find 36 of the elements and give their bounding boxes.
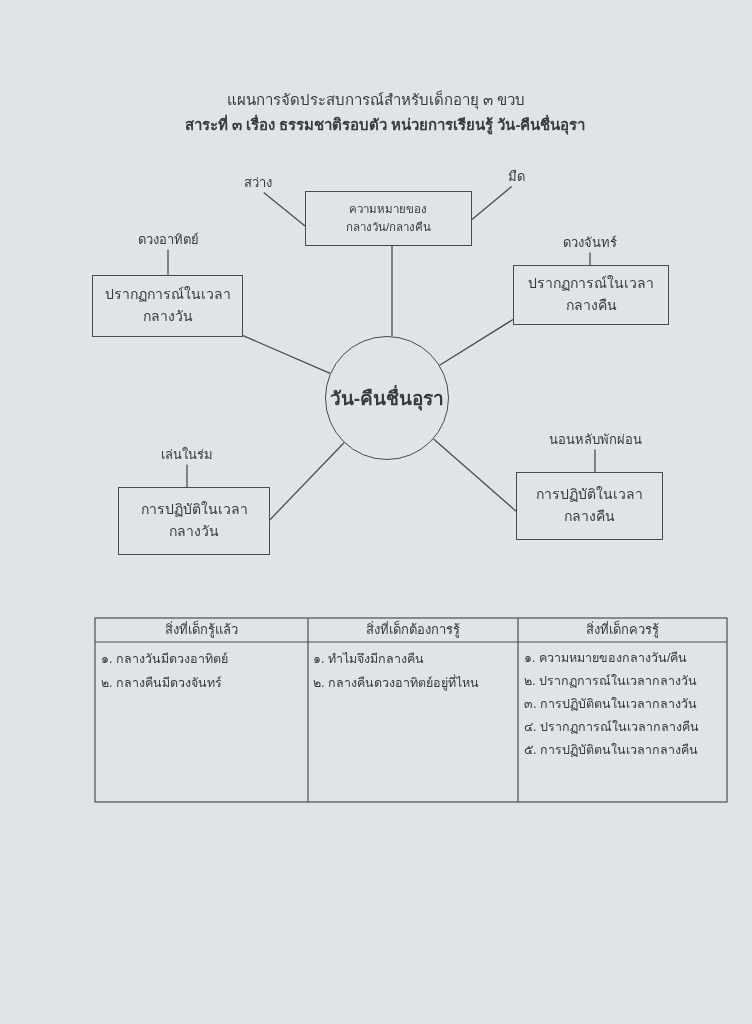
keyword-label: ดวงอาทิตย์ (137, 231, 199, 249)
list-item: ๔. ปรากฏการณ์ในเวลากลางคืน (524, 718, 699, 736)
list-item: ๓. การปฏิบัติตนในเวลากลางวัน (524, 695, 697, 713)
connector-line (167, 248, 169, 276)
column-header: สิ่งที่เด็กต้องการรู้ (366, 621, 460, 639)
topic-box: ปรากฏการณ์ในเวลา กลางคืน (513, 265, 669, 325)
keyword-label: นอนหลับพักผ่อน (548, 431, 642, 449)
connector-line (269, 442, 345, 521)
keyword-label: ดวงจันทร์ (563, 234, 617, 252)
topic-box: การปฏิบัติในเวลา กลางคืน (516, 472, 663, 540)
connector-line (186, 463, 188, 488)
connector-line (242, 334, 331, 375)
list-item: ๒. กลางคืนดวงอาทิตย์อยู่ที่ไหน (313, 674, 479, 692)
title: แผนการจัดประสบการณ์สำหรับเด็กอายุ ๓ ขวบ (226, 90, 526, 110)
keyword-label: สว่าง (244, 174, 272, 192)
list-item: ๒. กลางคืนมีดวงจันทร์ (101, 674, 222, 692)
connector-line (432, 438, 517, 512)
connector-line (594, 448, 596, 473)
connector-line (438, 318, 514, 366)
connector-line (589, 251, 591, 266)
list-item: ๑. ความหมายของกลางวัน/คืน (524, 649, 688, 667)
list-item: ๒. ปรากฏการณ์ในเวลากลางวัน (524, 672, 697, 690)
list-item: ๕. การปฏิบัติตนในเวลากลางคืน (524, 741, 698, 759)
topic-box: การปฏิบัติในเวลา กลางวัน (118, 487, 270, 555)
topic-box: ความหมายของ กลางวัน/กลางคืน (305, 191, 472, 246)
keyword-label: เล่นในร่ม (161, 446, 213, 464)
topic-box: ปรากฏการณ์ในเวลา กลางวัน (92, 275, 243, 337)
list-item: ๑. ทำไมจึงมีกลางคืน (313, 650, 424, 668)
column-header: สิ่งที่เด็กรู้แล้ว (165, 621, 238, 639)
connector-line (471, 185, 513, 221)
connector-line (391, 245, 393, 337)
keyword-label: มืด (507, 168, 525, 186)
subtitle: สาระที่ ๓ เรื่อง ธรรมชาติรอบตัว หน่วยการเรียนรู้ วัน-คืนชื่นอุรา (184, 115, 586, 135)
list-item: ๑. กลางวันมีดวงอาทิตย์ (101, 650, 228, 668)
column-header: สิ่งที่เด็กควรรู้ (586, 621, 659, 639)
connector-line (263, 191, 306, 227)
